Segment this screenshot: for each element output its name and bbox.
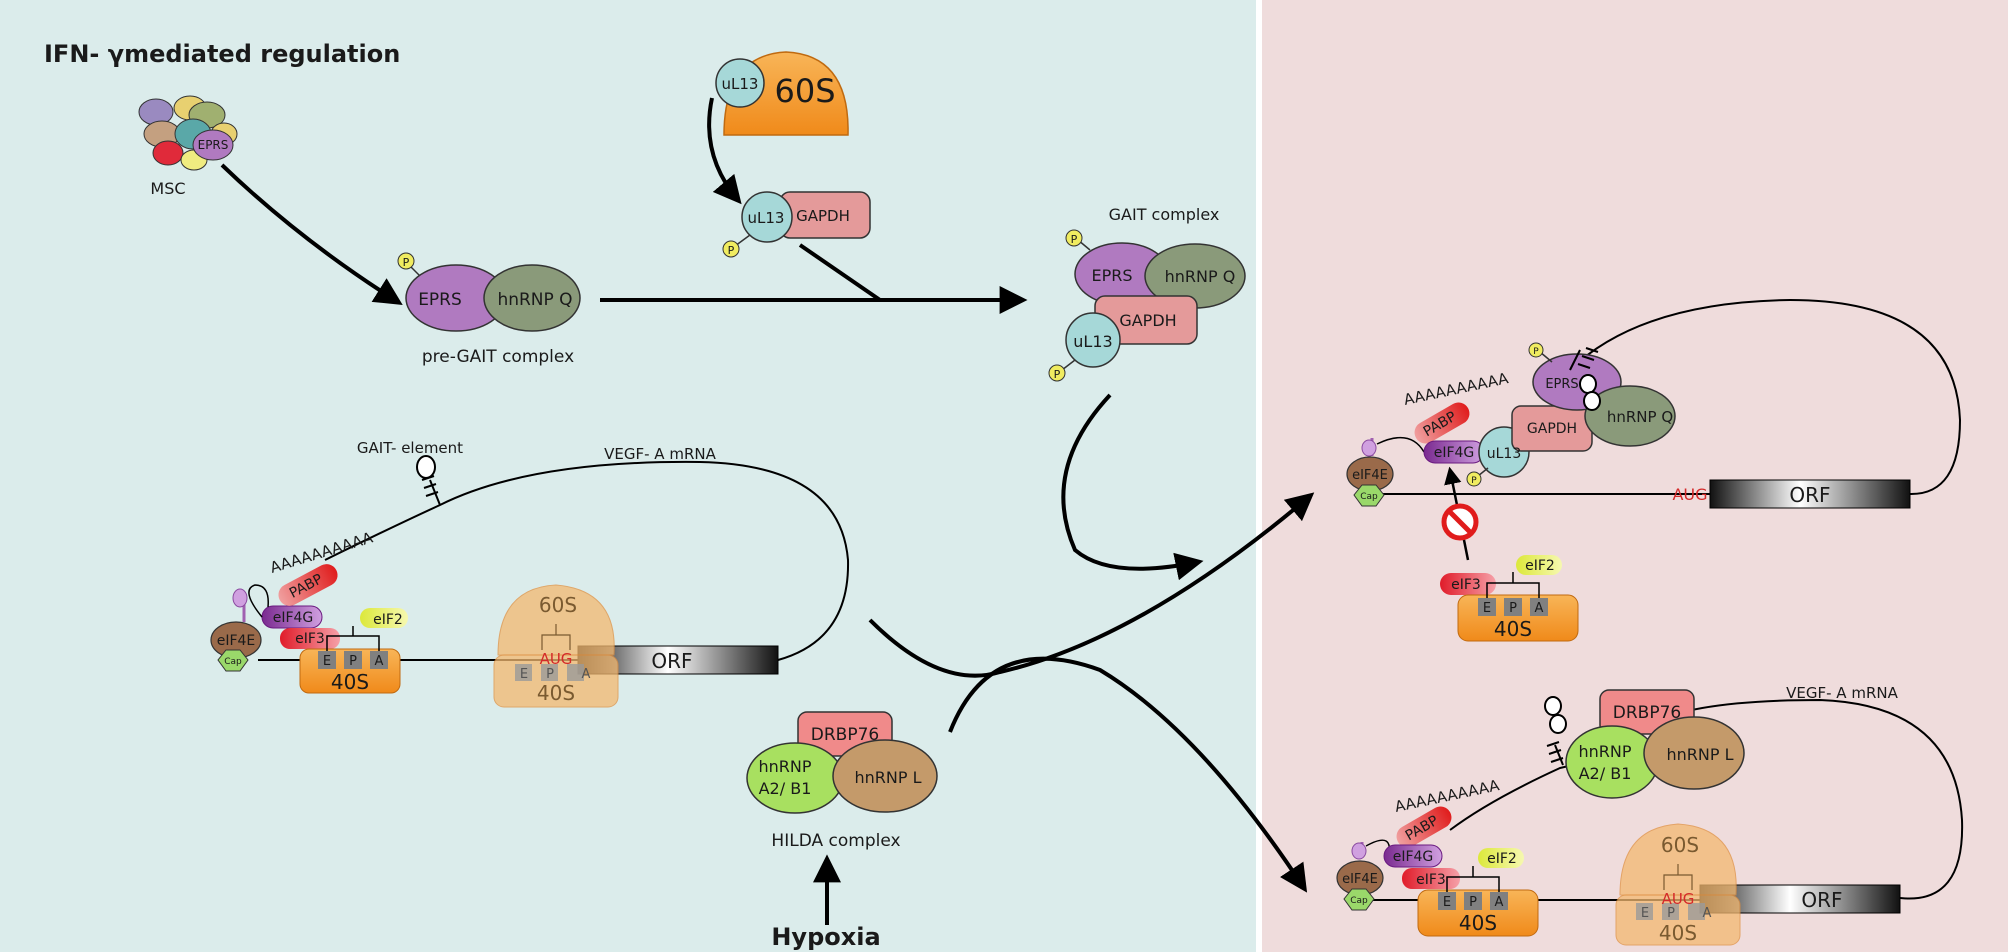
left-eif3-label: eIF3 <box>295 631 325 647</box>
right-bottom-drbp76-label: DRBP76 <box>1613 703 1681 723</box>
mid-gapdh-label: GAPDH <box>796 207 850 225</box>
right-top-site-p: P <box>1509 601 1517 616</box>
gait-gapdh-label: GAPDH <box>1119 311 1176 330</box>
right-bottom-eif4g-label: eIF4G <box>1393 849 1434 865</box>
hilda-complex <box>746 711 938 814</box>
left-orf-label: ORF <box>651 649 692 673</box>
hilda-a2b1-label-1: hnRNP <box>758 757 811 776</box>
right-bottom-hnrnpl-label: hnRNP L <box>1666 745 1733 764</box>
top-60s-label: 60S <box>774 72 835 110</box>
right-bottom-vegf-label: VEGF- A mRNA <box>1786 684 1898 702</box>
gapdh-merge-line <box>798 243 882 302</box>
left-eif4e-label: eIF4E <box>217 633 256 649</box>
to-repressed-arrow <box>868 492 1315 678</box>
right-bottom-orf-label: ORF <box>1801 888 1842 912</box>
left-vegf-label: VEGF- A mRNA <box>604 445 716 463</box>
left-faded-site-a: A <box>582 667 591 682</box>
right-bottom-40s-label: 40S <box>1459 911 1497 935</box>
right-top-aug-label: AUG <box>1672 485 1707 504</box>
gait-complex-label: GAIT complex <box>1109 205 1220 224</box>
gait-element-label: GAIT- element <box>357 439 463 457</box>
left-eif2-label: eIF2 <box>373 612 403 628</box>
right-top-eif4g-label: eIF4G <box>1434 445 1475 461</box>
left-faded-site-p: P <box>546 667 554 682</box>
right-top-site-e: E <box>1483 601 1491 616</box>
right-top-site-a: A <box>1535 601 1544 616</box>
right-top-gapdh-label: GAPDH <box>1527 421 1577 437</box>
right-top-eprs-phospho: P <box>1533 347 1539 357</box>
gait-ul13-label: uL13 <box>1073 332 1112 351</box>
gait-phospho-bottom: P <box>1054 368 1061 381</box>
right-top-ul13-label: uL13 <box>1487 446 1522 462</box>
msc-cluster <box>138 95 238 171</box>
pregait-hnrnpq-label: hnRNP Q <box>497 290 572 310</box>
right-bottom-site-p: P <box>1469 895 1477 910</box>
pregait-phospho: P <box>403 256 410 269</box>
msc-eprs-label: EPRS <box>198 138 229 152</box>
msc-to-pregait-arrow <box>220 163 403 305</box>
diagram-title: IFN- γmediated regulation <box>44 40 400 68</box>
ul13-gapdh-complex <box>722 191 871 258</box>
hilda-hnrnpl-label: hnRNP L <box>854 768 921 787</box>
left-aug-label: AUG <box>540 650 573 668</box>
right-bottom-faded-site-a: A <box>1703 906 1712 921</box>
pregait-eprs-label: EPRS <box>418 290 462 310</box>
right-bottom-eif4e-label: eIF4E <box>1342 872 1378 887</box>
hilda-a2b1-label-2: A2/ B1 <box>759 779 812 798</box>
left-faded-60s-label: 60S <box>539 593 577 617</box>
right-bottom-site-a: A <box>1495 895 1504 910</box>
right-bottom-eif2-label: eIF2 <box>1487 851 1517 867</box>
gait-phospho-top: P <box>1071 233 1078 246</box>
right-bottom-a2b1-label-1: hnRNP <box>1578 742 1631 761</box>
right-top-ul13-phospho: P <box>1471 476 1477 486</box>
active-mrna <box>1336 689 1964 946</box>
right-bottom-eif3-label: eIF3 <box>1416 872 1446 888</box>
right-top-40s-label: 40S <box>1494 617 1532 641</box>
right-bottom-cap-label: Cap <box>1350 896 1368 906</box>
hilda-complex-label: HILDA complex <box>771 831 900 851</box>
left-cap-label: Cap <box>224 657 242 667</box>
right-bottom-site-e: E <box>1443 895 1451 910</box>
right-bottom-aug-label: AUG <box>1662 890 1695 908</box>
right-bottom-faded-60s-label: 60S <box>1661 833 1699 857</box>
left-site-e: E <box>323 654 331 669</box>
right-bottom-a2b1-label-2: A2/ B1 <box>1579 764 1632 783</box>
gait-eprs-label: EPRS <box>1091 266 1132 285</box>
left-faded-40s-label: 40S <box>537 681 575 705</box>
right-top-eif3-label: eIF3 <box>1451 577 1481 593</box>
left-site-p: P <box>349 654 357 669</box>
right-top-eif2-label: eIF2 <box>1525 558 1555 574</box>
hilda-drbp76-label: DRBP76 <box>811 725 879 745</box>
top-ul13-label: uL13 <box>722 75 759 93</box>
right-top-orf-label: ORF <box>1789 483 1830 507</box>
left-40s-label: 40S <box>331 670 369 694</box>
right-bottom-faded-40s-label: 40S <box>1659 921 1697 945</box>
msc-label: MSC <box>150 179 185 198</box>
repressed-mrna <box>1346 298 1962 642</box>
left-site-a: A <box>375 654 384 669</box>
gait-hnrnpq-label: hnRNP Q <box>1165 267 1236 286</box>
mid-ul13-label: uL13 <box>748 209 785 227</box>
pregait-label: pre-GAIT complex <box>422 347 574 367</box>
right-bottom-faded-site-e: E <box>1641 906 1649 921</box>
left-eif4g-label: eIF4G <box>273 610 314 626</box>
right-top-cap-label: Cap <box>1360 492 1378 502</box>
to-active-arrow <box>948 656 1308 893</box>
left-faded-site-e: E <box>520 667 528 682</box>
right-top-eif4e-label: eIF4E <box>1352 468 1388 483</box>
right-bottom-faded-site-p: P <box>1667 906 1675 921</box>
gait-complex <box>1048 229 1246 382</box>
right-top-hnrnpq-label: hnRNP Q <box>1607 408 1673 426</box>
right-top-eprs-label: EPRS <box>1545 377 1578 392</box>
ul13-release-arrow <box>707 97 742 205</box>
top-60s-subunit <box>715 51 849 136</box>
hypoxia-label: Hypoxia <box>771 923 880 951</box>
mid-phospho: P <box>728 244 735 257</box>
pre-gait-complex: P <box>397 252 581 332</box>
left-mrna <box>210 455 850 708</box>
gait-to-merge-arrow <box>1061 393 1204 581</box>
